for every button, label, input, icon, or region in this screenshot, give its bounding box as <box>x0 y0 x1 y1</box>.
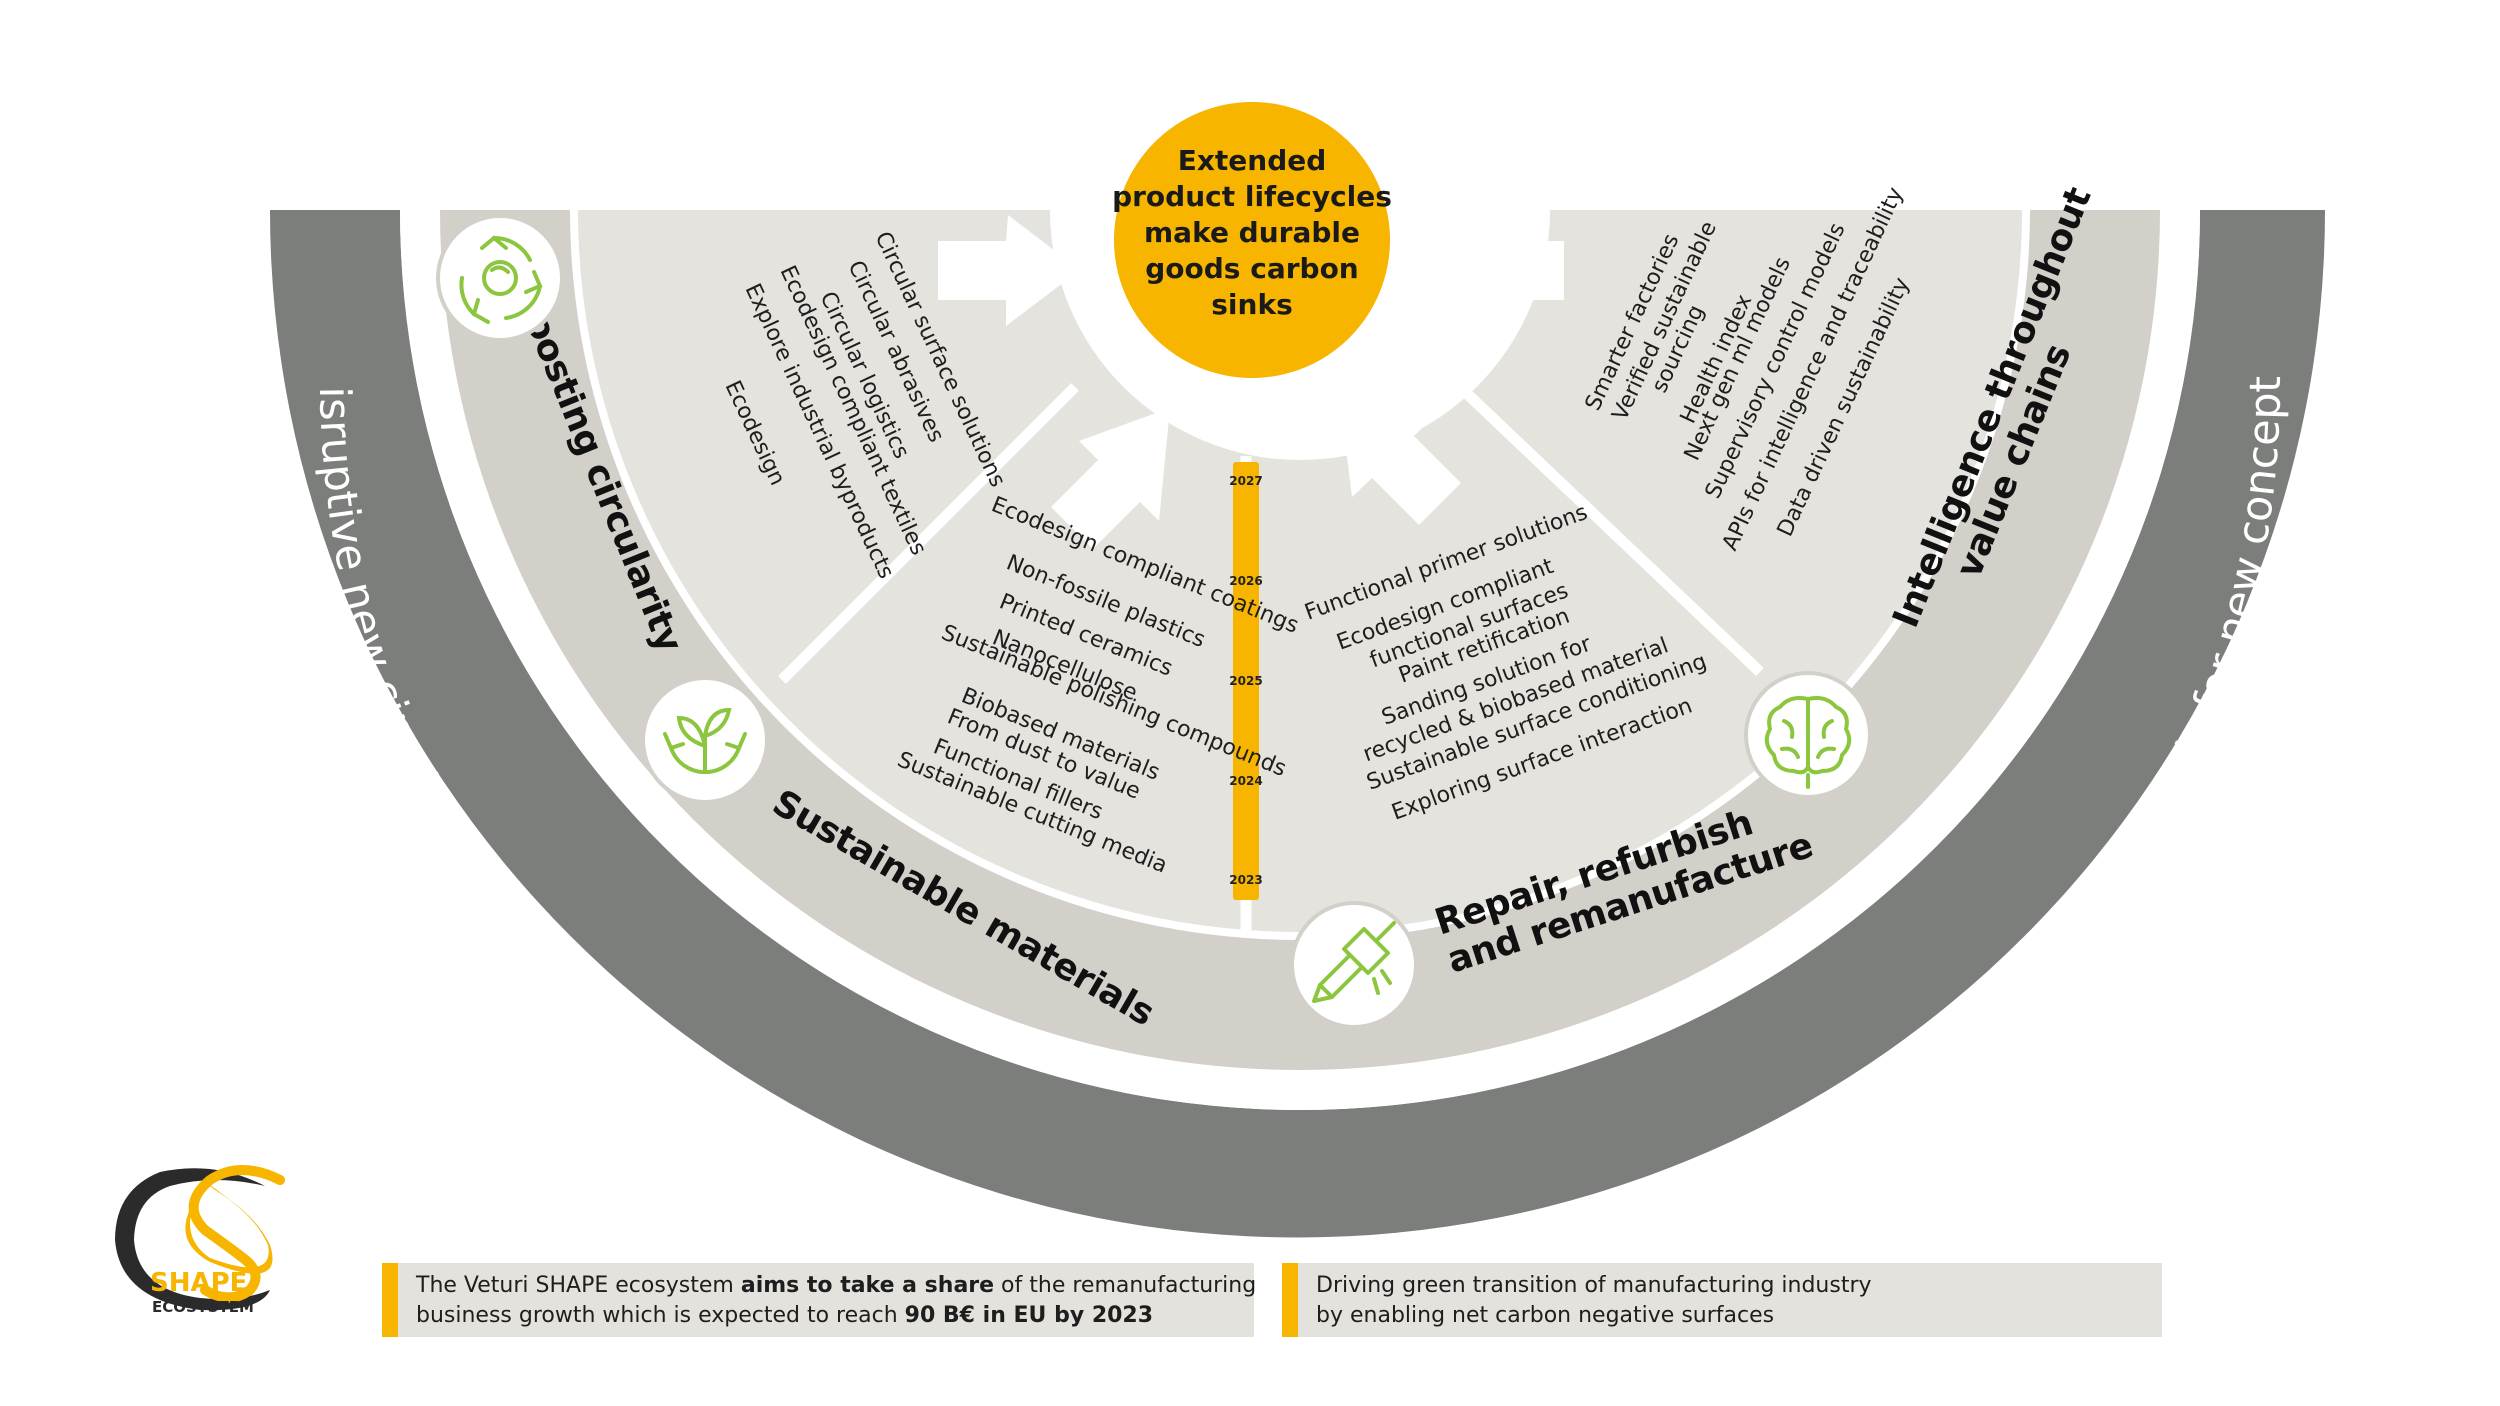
year-label: 2026 <box>1229 574 1262 588</box>
arrow-upper-right <box>1422 215 1564 326</box>
center-circle <box>1114 102 1390 378</box>
center-label: Extended product lifecycles make durable… <box>1112 144 1392 321</box>
text-run: of the remanufacturing <box>994 1273 1257 1298</box>
logo-swoosh-yellow <box>185 1181 273 1274</box>
footer-left-line2: business growth which is expected to rea… <box>416 1301 1256 1331</box>
logo-text-ecosystem: ECOSYSTEM <box>152 1298 254 1316</box>
wedge-area <box>578 210 2022 932</box>
center-line: product lifecycles <box>1112 180 1392 213</box>
footer-right-text: Driving green transition of manufacturin… <box>1316 1271 1872 1331</box>
logo-text-shape: SHAPE <box>150 1268 247 1298</box>
icon-badge-paintbrush <box>1290 901 1418 1029</box>
sprout-icon <box>663 707 747 775</box>
text-run-bold: aims to take a share <box>740 1273 995 1298</box>
category-ring <box>440 210 2160 1070</box>
arrow-upper-left <box>938 215 1080 326</box>
text-run: business growth which is expected to rea… <box>416 1303 905 1328</box>
footer-left-box: The Veturi SHAPE ecosystem aims to take … <box>382 1263 1256 1337</box>
year-label: 2025 <box>1229 674 1262 688</box>
brain-icon <box>1764 696 1852 789</box>
footer-accent-bar <box>1282 1263 1298 1337</box>
year-label: 2024 <box>1229 774 1262 788</box>
center-line: Extended <box>1178 144 1327 177</box>
center-line: goods carbon <box>1145 252 1359 285</box>
icon-badge-brain <box>1744 671 1872 799</box>
text-run: The Veturi SHAPE ecosystem <box>416 1273 741 1298</box>
text-run-bold: 90 B€ in EU by 2023 <box>904 1303 1154 1328</box>
logo-swoosh-grey <box>115 1168 270 1311</box>
outer-ring <box>270 210 2325 1238</box>
footer-right-box: Driving green transition of manufacturin… <box>1282 1263 2162 1337</box>
footer-left-text: The Veturi SHAPE ecosystem aims to take … <box>416 1271 1256 1331</box>
center-line: sinks <box>1211 288 1292 321</box>
paintbrush-icon <box>1312 921 1396 1003</box>
center-line: make durable <box>1144 216 1360 249</box>
icon-badge-sprout <box>641 676 769 804</box>
footer-left-line1: The Veturi SHAPE ecosystem aims to take … <box>416 1271 1256 1301</box>
timeline-years: 2027 2026 2025 2024 2023 <box>1229 474 1262 887</box>
timeline-bar <box>1233 462 1259 900</box>
year-label: 2027 <box>1229 474 1262 488</box>
footer-right-line1: Driving green transition of manufacturin… <box>1316 1273 1872 1298</box>
shape-logo: SHAPE ECOSYSTEM <box>115 1165 285 1316</box>
arrow-lower-right <box>1341 408 1461 525</box>
logo-s-letter <box>188 1165 285 1303</box>
arrow-lower-left <box>1051 408 1170 549</box>
icon-badge-recycle <box>436 214 564 342</box>
footer-accent-bar <box>382 1263 398 1337</box>
footer-right-line2: by enabling net carbon negative surfaces <box>1316 1303 1775 1328</box>
arrows <box>938 215 1564 549</box>
recycle-icon <box>459 235 543 324</box>
year-label: 2023 <box>1229 873 1262 887</box>
